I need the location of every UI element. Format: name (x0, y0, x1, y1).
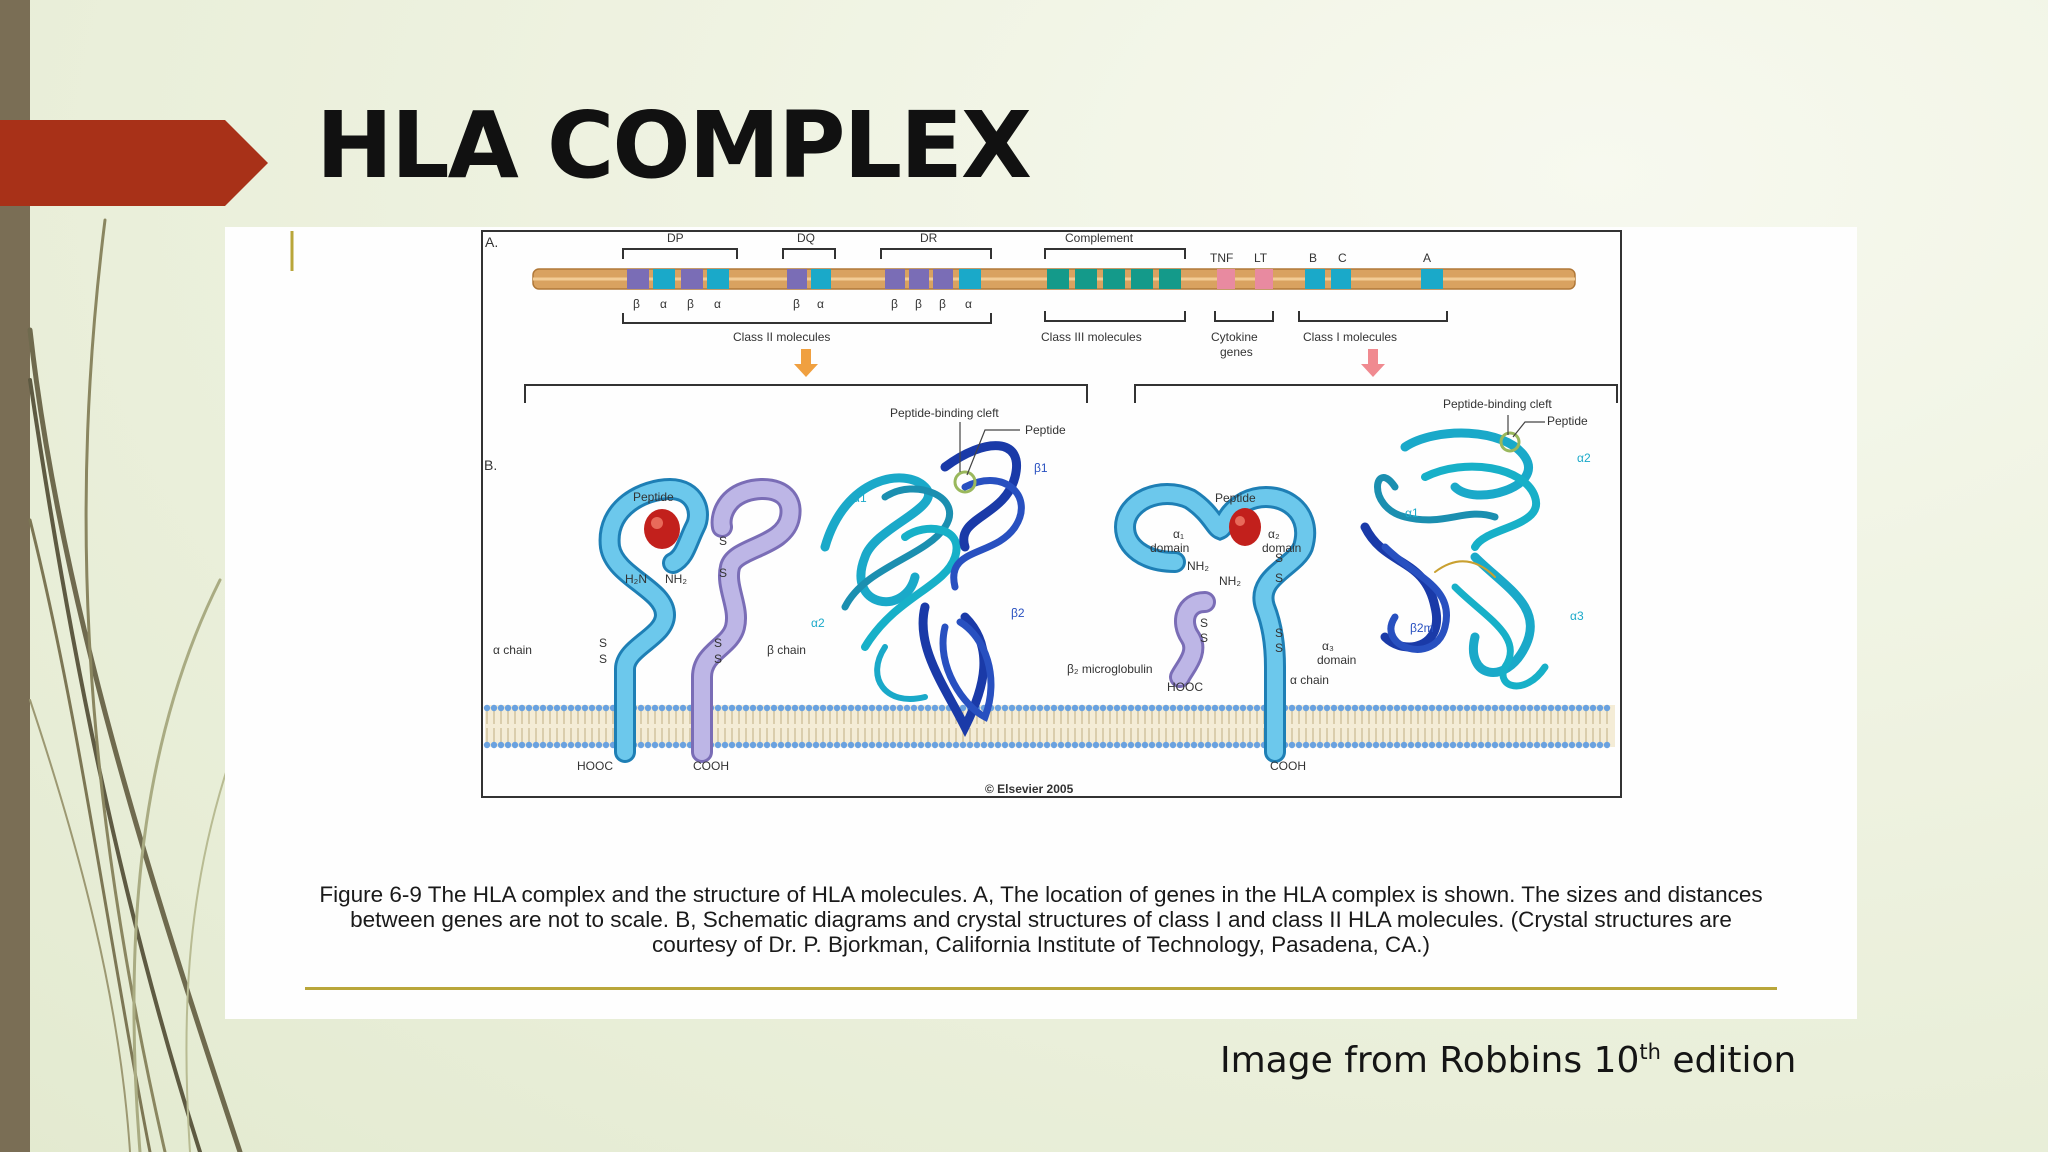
caption-divider (305, 987, 1777, 990)
svg-text:S: S (599, 652, 607, 666)
svg-text:α₁: α₁ (1173, 527, 1184, 541)
class2-down-arrow (794, 349, 818, 377)
svg-text:S: S (1275, 626, 1283, 640)
class1-crystal-structure (1360, 428, 1549, 690)
class2-peptide-label: Peptide (633, 490, 674, 504)
panel-a-label: A. (485, 234, 498, 250)
svg-text:COOH: COOH (1270, 759, 1306, 773)
class2-crystal-structure (820, 441, 1025, 738)
gene-group-brackets (622, 248, 1186, 259)
class1-peptide (1229, 508, 1261, 546)
gene-blocks (627, 269, 1443, 289)
svg-text:β2m: β2m (1410, 621, 1434, 635)
class1-crystal-peptide-label: Peptide (1547, 414, 1588, 428)
svg-text:β: β (915, 297, 922, 311)
svg-text:α1: α1 (853, 491, 867, 505)
group-complement: Complement (1065, 231, 1134, 245)
svg-text:domain: domain (1317, 653, 1356, 667)
svg-text:domain: domain (1262, 541, 1301, 555)
svg-text:α3: α3 (1570, 609, 1584, 623)
credit-suffix: edition (1660, 1040, 1797, 1081)
svg-text:S: S (714, 652, 722, 666)
svg-text:α: α (817, 297, 824, 311)
svg-text:NH₂: NH₂ (1219, 574, 1241, 588)
svg-text:α2: α2 (811, 616, 825, 630)
svg-text:α: α (965, 297, 972, 311)
svg-text:β2: β2 (1011, 606, 1025, 620)
class1-disulfide: S S S S S S (1200, 551, 1283, 655)
hla-diagram: A. DP DQ DR Complement TNF LT B C A (290, 230, 1622, 798)
class2-nh2: NH₂ (665, 572, 687, 586)
title-arrow-shape (0, 120, 268, 206)
subunit-labels: β α β α β α β β β α (633, 297, 972, 311)
grass-decoration (27, 218, 243, 1152)
class2-h2n: H₂N (625, 572, 647, 586)
figure-caption: Figure 6-9 The HLA complex and the struc… (319, 882, 1763, 957)
hla-figure: A. DP DQ DR Complement TNF LT B C A (225, 227, 1857, 1019)
class2-disulfide: S S S S S S (599, 534, 727, 666)
group-a: A (1423, 251, 1431, 265)
credit-superscript: th (1639, 1040, 1661, 1064)
group-dq: DQ (797, 231, 815, 245)
svg-text:S: S (599, 636, 607, 650)
cytokine-label-2: genes (1220, 345, 1253, 359)
svg-text:β: β (891, 297, 898, 311)
slide-title: HLA COMPLEX (316, 92, 1032, 199)
svg-text:α₂: α₂ (1268, 527, 1280, 541)
svg-text:S: S (1200, 616, 1208, 630)
svg-text:domain: domain (1150, 541, 1189, 555)
class1-label: Class I molecules (1303, 330, 1397, 344)
class2-cooh: COOH (693, 759, 729, 773)
class2-hooc: HOOC (577, 759, 613, 773)
svg-text:NH₂: NH₂ (1187, 559, 1209, 573)
svg-text:S: S (1275, 551, 1283, 565)
group-dp: DP (667, 231, 684, 245)
svg-text:S: S (719, 566, 727, 580)
class2-beta-label: β chain (767, 643, 806, 657)
svg-text:HOOC: HOOC (1167, 680, 1203, 694)
image-credit: Image from Robbins 10th edition (1220, 1040, 1796, 1081)
svg-text:β: β (939, 297, 946, 311)
class2-label: Class II molecules (733, 330, 830, 344)
figure-frame (481, 230, 1622, 798)
cell-membrane (483, 704, 1615, 749)
class2-crystal-peptide-label: Peptide (1025, 423, 1066, 437)
elsevier-copyright: © Elsevier 2005 (985, 782, 1074, 796)
svg-text:β₂ microglobulin: β₂ microglobulin (1067, 662, 1153, 676)
svg-text:β: β (793, 297, 800, 311)
svg-text:α₃: α₃ (1322, 639, 1334, 653)
svg-text:α: α (714, 297, 721, 311)
svg-text:β: β (687, 297, 694, 311)
svg-text:S: S (719, 534, 727, 548)
class1-peptide-label: Peptide (1215, 491, 1256, 505)
credit-prefix: Image from Robbins 10 (1220, 1040, 1640, 1081)
class1-down-arrow (1361, 349, 1385, 377)
svg-text:α: α (660, 297, 667, 311)
svg-text:α2: α2 (1577, 451, 1591, 465)
cytokine-label-1: Cytokine (1211, 330, 1258, 344)
svg-text:S: S (1275, 641, 1283, 655)
svg-text:S: S (714, 636, 722, 650)
svg-text:α1: α1 (1405, 506, 1419, 520)
svg-text:S: S (1200, 631, 1208, 645)
svg-text:β1: β1 (1034, 461, 1048, 475)
group-lt: LT (1254, 251, 1268, 265)
class2-peptide (644, 509, 680, 549)
class2-cleft-label: Peptide-binding cleft (890, 406, 999, 420)
group-b: B (1309, 251, 1317, 265)
svg-text:S: S (1275, 571, 1283, 585)
group-tnf: TNF (1210, 251, 1233, 265)
panel-b-label: B. (484, 457, 497, 473)
svg-text:α chain: α chain (1290, 673, 1329, 687)
class3-label: Class III molecules (1041, 330, 1142, 344)
group-c: C (1338, 251, 1347, 265)
group-dr: DR (920, 231, 938, 245)
class-brackets (622, 311, 1448, 324)
svg-text:β: β (633, 297, 640, 311)
class2-alpha-label: α chain (493, 643, 532, 657)
class1-cleft-label: Peptide-binding cleft (1443, 397, 1552, 411)
